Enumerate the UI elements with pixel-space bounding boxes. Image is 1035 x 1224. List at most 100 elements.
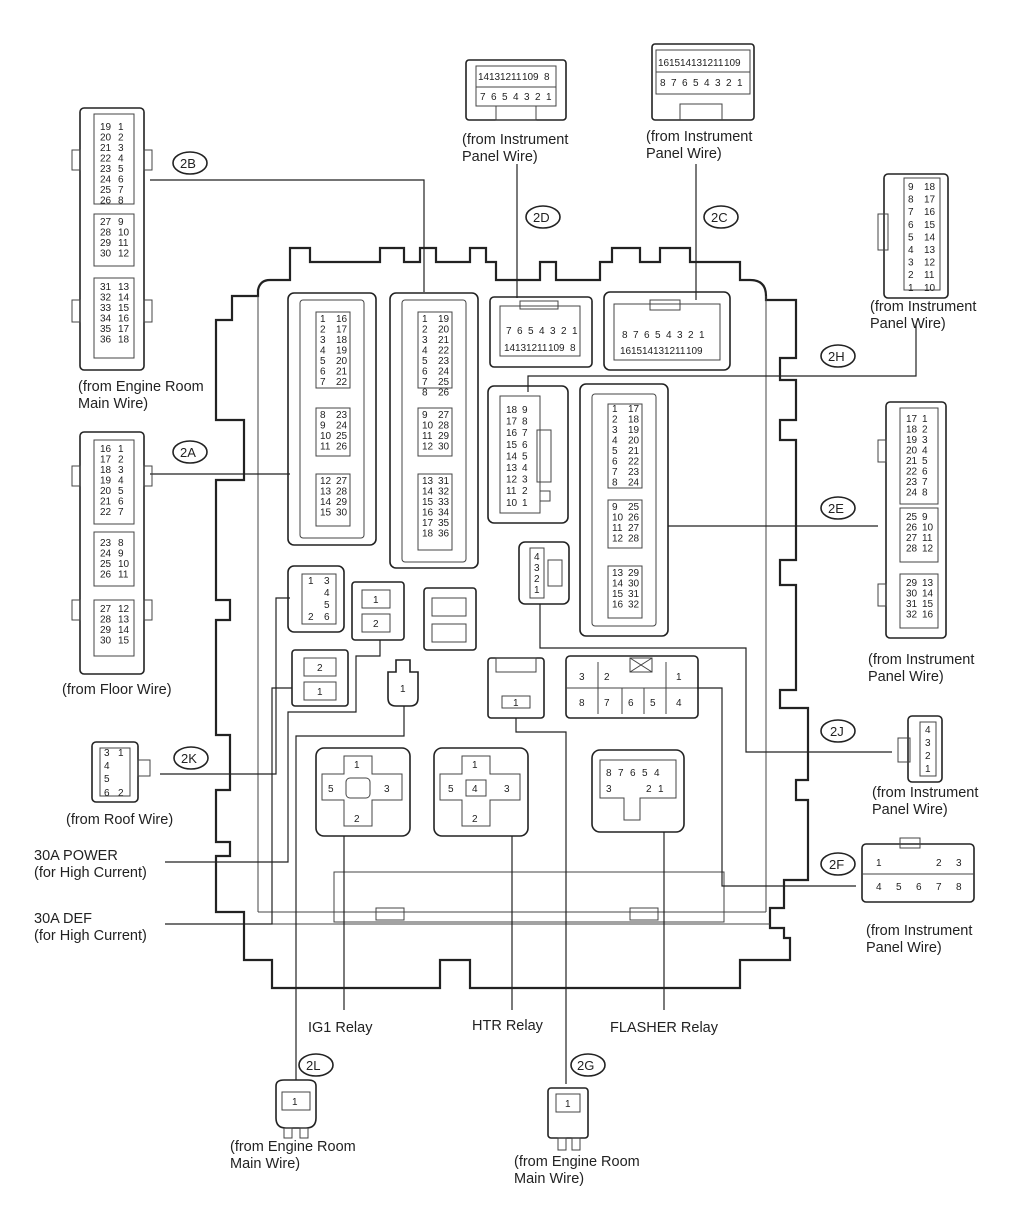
c2J-pin: 2: [925, 751, 931, 762]
socket-2A-pin: 15: [320, 508, 332, 519]
socket-2A-pin: 11: [320, 442, 331, 453]
c2E-pin: 29: [906, 578, 918, 589]
fuse-30A-power: 1 2: [351, 581, 405, 641]
c2C-pin: 4: [704, 78, 710, 89]
socket-2B-pin: 13: [422, 476, 434, 487]
c2B-pin: 18: [118, 335, 130, 346]
connector-2B-plug: [71, 107, 153, 371]
socket-2B-pin: 2: [422, 325, 428, 336]
socket-2H-pin: 7: [522, 428, 528, 439]
c2B-pin: 17: [118, 324, 130, 335]
c2E-pin: 28: [906, 544, 918, 555]
c2F-pin: 8: [956, 882, 962, 893]
svg-text:1: 1: [513, 698, 519, 709]
socket-2A-pin: 13: [320, 487, 332, 498]
socket-2E-pin: 11: [612, 523, 623, 534]
svg-text:2F: 2F: [829, 857, 844, 872]
svg-text:2: 2: [354, 814, 360, 825]
socket-2B-pin: 29: [438, 431, 450, 442]
socket-2E-pin: 21: [628, 446, 640, 457]
socket-2H-pin: 9: [522, 405, 528, 416]
c2B-pin: 27: [100, 217, 112, 228]
socket-2A-pin: 17: [336, 325, 348, 336]
socket-2D-pin: 3: [550, 326, 556, 337]
label-2J-from-2: Panel Wire): [872, 802, 948, 818]
socket-2E-pin: 15: [612, 589, 624, 600]
c2D-pin: 1: [546, 92, 552, 103]
label-2J-from-1: (from Instrument: [872, 785, 978, 801]
c2E-pin: 4: [922, 446, 928, 457]
socket-2E-pin: 10: [612, 513, 624, 524]
c2F-pin: 6: [916, 882, 922, 893]
socket-2H: [487, 385, 569, 524]
c2B-pin: 5: [118, 164, 124, 175]
c2C-pin: 9: [735, 58, 741, 69]
svg-text:2E: 2E: [828, 501, 844, 516]
c2B-pin: 26: [100, 196, 112, 207]
c2B-pin: 4: [118, 154, 124, 165]
c2K-pin: 4: [104, 761, 110, 772]
c2E-pin: 17: [906, 414, 918, 425]
c2A-pin: 28: [100, 615, 112, 626]
socket-2B-pin: 30: [438, 442, 450, 453]
svg-text:4: 4: [324, 588, 330, 599]
socket-2H-pin: 6: [522, 440, 528, 451]
socket-2C-pin: 11: [675, 346, 686, 357]
c2A-pin: 8: [118, 538, 124, 549]
c2E-pin: 24: [906, 488, 918, 499]
c2E-pin: 25: [906, 512, 918, 523]
socket-2C-pin: 3: [677, 330, 683, 341]
label-2F-from-2: Panel Wire): [866, 940, 942, 956]
c2C-pin: 8: [660, 78, 666, 89]
c2D-pin: 5: [502, 92, 508, 103]
socket-2A-pin: 19: [336, 346, 348, 357]
svg-text:5: 5: [650, 698, 656, 709]
c2B-pin: 7: [118, 185, 124, 196]
socket-2E-pin: 28: [628, 534, 640, 545]
c2H-pin: 11: [924, 270, 935, 281]
socket-2B-pin: 34: [438, 508, 450, 519]
label-2B-from-2: Main Wire): [78, 396, 148, 412]
c2H-pin: 14: [924, 232, 936, 243]
socket-2H-pin: 4: [522, 463, 528, 474]
c2D-pin: 2: [535, 92, 541, 103]
c2H-pin: 9: [908, 182, 914, 193]
c2B-pin: 1: [118, 122, 124, 133]
c2E-pin: 14: [922, 589, 934, 600]
c2K-pin: 2: [118, 788, 124, 799]
svg-text:3: 3: [384, 784, 390, 795]
tag-2A: 2A: [172, 440, 208, 464]
socket-2A-pin: 14: [320, 497, 332, 508]
svg-text:3: 3: [606, 784, 612, 795]
socket-2E-pin: 4: [612, 436, 618, 447]
socket-2E-pin: 12: [612, 534, 624, 545]
socket-2A-pin: 4: [320, 346, 326, 357]
c2H-pin: 6: [908, 220, 914, 231]
socket-2C-pin: 14: [642, 346, 654, 357]
c2H-pin: 10: [924, 283, 936, 294]
c2F-pin: 2: [936, 858, 942, 869]
c2A-pin: 2: [118, 455, 124, 466]
connector-2E-plug: [877, 401, 947, 639]
tag-2G: 2G: [570, 1053, 606, 1077]
c2J-pin: 1: [925, 764, 931, 775]
label-2D-from-1: (from Instrument: [462, 132, 568, 148]
socket-2C: [603, 291, 731, 371]
socket-2E-pin: 17: [628, 404, 640, 415]
c2H-pin: 8: [908, 195, 914, 206]
socket-2C-pin: 2: [688, 330, 694, 341]
socket-2D-pin: 10: [548, 343, 560, 354]
c2H-pin: 7: [908, 207, 914, 218]
label-30A-def-1: 30A DEF: [34, 911, 92, 927]
connector-tags: 2B 2A 2D 2C 2H 2E 2J 2F 2K 2L 2G: [172, 151, 856, 1077]
c2B-pin: 11: [118, 238, 129, 249]
socket-2J: [518, 541, 570, 605]
socket-2B-pin: 11: [422, 431, 433, 442]
socket-2D-pin: 2: [561, 326, 567, 337]
svg-text:3: 3: [504, 784, 510, 795]
c2A-pin: 9: [118, 549, 124, 560]
c2E-pin: 18: [906, 425, 918, 436]
